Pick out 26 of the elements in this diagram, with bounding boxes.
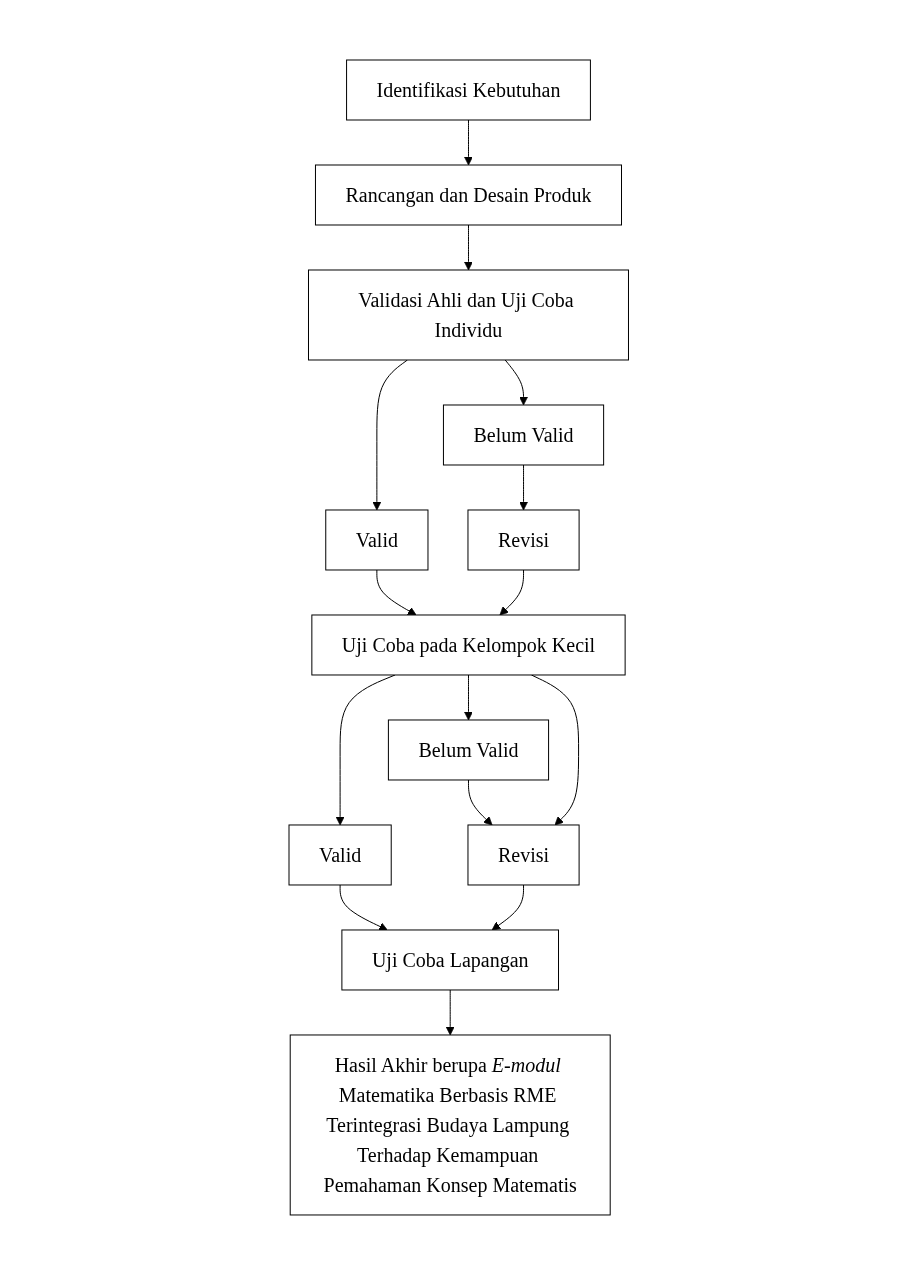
arrow <box>499 569 525 615</box>
arrow <box>376 569 417 615</box>
node-box: Valid <box>325 509 429 570</box>
node-box: Revisi <box>467 509 580 570</box>
node-box: Rancangan dan Desain Produk <box>315 164 623 225</box>
arrow <box>464 119 474 165</box>
node-box: Belum Valid <box>443 404 605 465</box>
arrow <box>372 359 409 510</box>
arrow <box>335 674 396 825</box>
arrow <box>464 674 474 720</box>
arrow <box>519 464 529 510</box>
node-box: Validasi Ahli dan Uji Coba Individu <box>308 269 630 360</box>
arrow <box>339 884 388 931</box>
arrow <box>464 224 474 270</box>
node-box: Uji Coba Lapangan <box>341 929 560 990</box>
node-box: Identifikasi Kebutuhan <box>346 59 592 120</box>
node-box: Valid <box>288 824 392 885</box>
node-box: Uji Coba pada Kelompok Kecil <box>311 614 626 675</box>
node-box: Belum Valid <box>388 719 550 780</box>
arrow <box>468 779 493 825</box>
node-box: Revisi <box>467 824 580 885</box>
arrow <box>446 989 455 1035</box>
arrow <box>504 359 529 405</box>
node-box: Hasil Akhir berupa E-modul Matematika Berbasis RME Terintegrasi Budaya Lampung Terhadap Kemampuan Pemahaman Konsep Matematis <box>289 1034 611 1215</box>
arrow <box>491 884 525 930</box>
arrow <box>531 674 580 825</box>
